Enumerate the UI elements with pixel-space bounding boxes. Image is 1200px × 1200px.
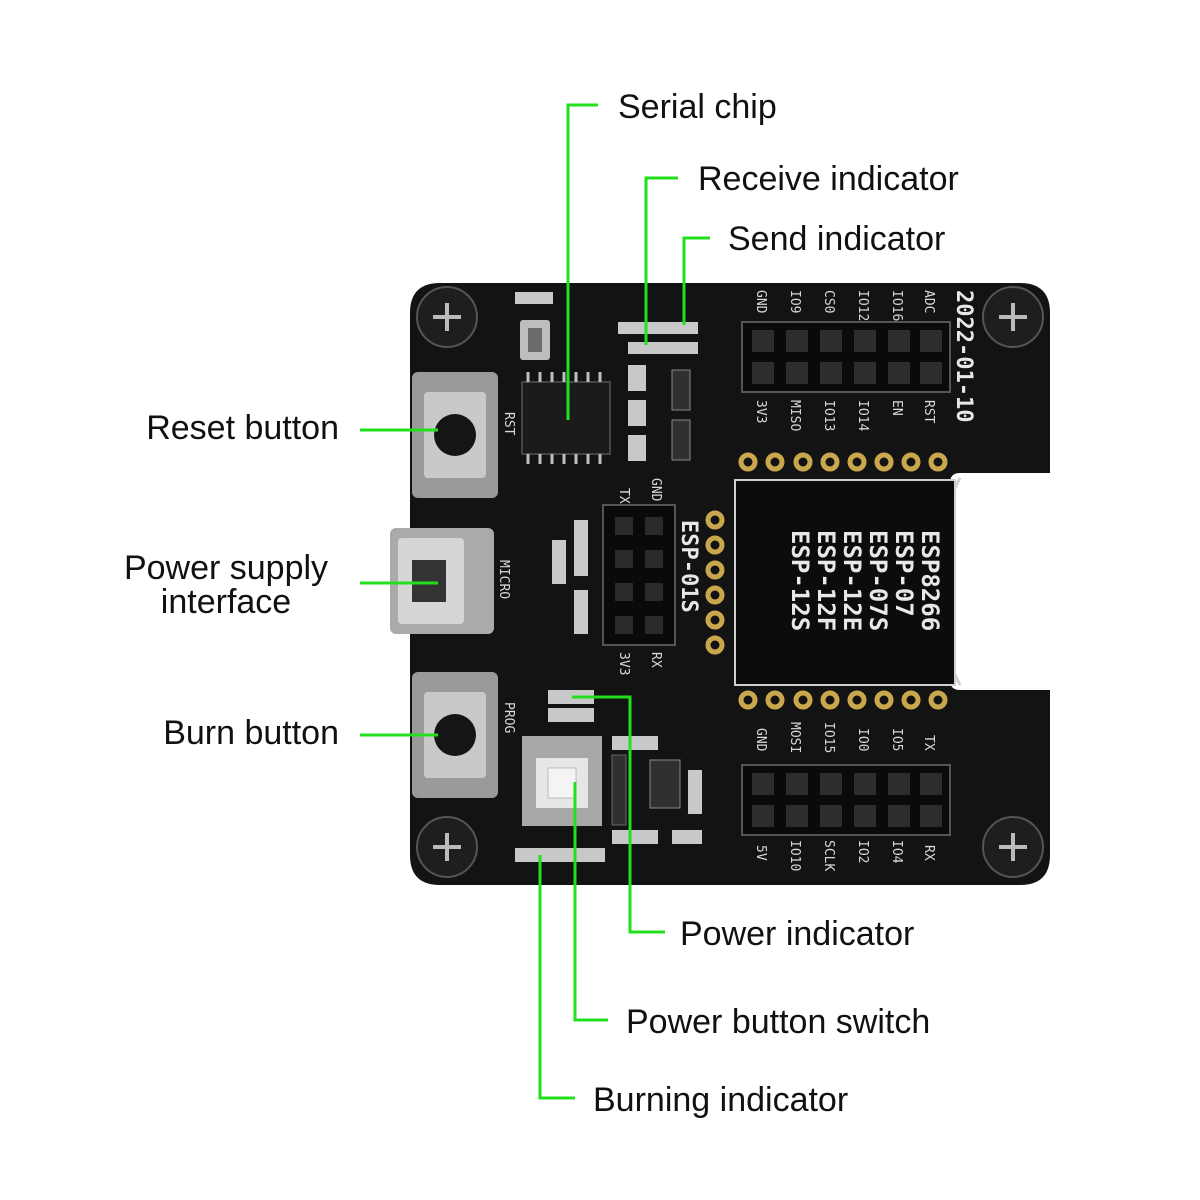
callout-serial-chip: Serial chip xyxy=(618,88,777,126)
hdr-top-io16: IO16 xyxy=(889,290,904,321)
module-esp-12s: ESP-12S xyxy=(786,530,814,631)
hdr-bot-sclk: SCLK xyxy=(821,840,836,871)
mounting-screw-bottom-right xyxy=(982,816,1044,878)
mounting-screw-top-left xyxy=(416,286,478,348)
hdr-bot-gnd: GND xyxy=(753,728,768,752)
mounting-screw-bottom-left xyxy=(416,816,478,878)
serial-chip-part xyxy=(521,372,611,464)
hdr-top-adc: ADC xyxy=(921,290,936,313)
board-date: 2022-01-10 xyxy=(951,290,976,422)
esp01s-pin-gnd: GND xyxy=(648,478,663,502)
mounting-screw-top-right xyxy=(982,286,1044,348)
hdr-top-rst: RST xyxy=(921,400,936,424)
module-esp-12e: ESP-12E xyxy=(838,530,866,631)
callout-receive-indicator: Receive indicator xyxy=(698,160,959,198)
esp01s-pin-rx: RX xyxy=(648,652,663,668)
hdr-top-gnd: GND xyxy=(753,290,768,314)
hdr-top-io14: IO14 xyxy=(855,400,870,431)
smd-parts-bottom xyxy=(515,690,702,862)
reset-button-part[interactable] xyxy=(412,372,498,498)
usb-label: MICRO xyxy=(496,560,511,599)
callout-power-supply-line2: interface xyxy=(161,583,291,621)
callout-send-indicator: Send indicator xyxy=(728,220,945,258)
leader-power-indicator xyxy=(572,695,665,934)
esp01s-pin-tx: TX xyxy=(616,488,631,504)
module-esp-07: ESP-07 xyxy=(890,530,918,617)
leader-receive-indicator xyxy=(644,176,678,345)
socket-pins xyxy=(705,452,948,710)
top-header-labels: GND IO9 CS0 IO12 IO16 ADC 3V3 MISO IO13 … xyxy=(753,290,936,431)
leader-power-button-switch xyxy=(573,782,608,1022)
hdr-top-io12: IO12 xyxy=(855,290,870,321)
hdr-bot-io15: IO15 xyxy=(821,722,836,753)
hdr-bot-mosi: MOSI xyxy=(787,722,802,753)
leader-burning-indicator xyxy=(538,855,575,1100)
callout-burn-button: Burn button xyxy=(163,714,339,752)
leader-send-indicator xyxy=(682,236,710,325)
callout-burning-indicator: Burning indicator xyxy=(593,1081,848,1119)
smd-parts-top xyxy=(618,322,698,461)
power-switch-part[interactable] xyxy=(522,736,602,826)
hdr-top-io13: IO13 xyxy=(821,400,836,431)
hdr-top-en: EN xyxy=(889,400,904,416)
hdr-bot-tx: TX xyxy=(921,735,936,751)
rst-label: RST xyxy=(501,412,516,436)
callout-power-indicator: Power indicator xyxy=(680,915,914,953)
hdr-bot-5v: 5V xyxy=(753,845,768,861)
hdr-top-cs0: CS0 xyxy=(821,290,836,313)
callout-power-button-switch: Power button switch xyxy=(626,1003,930,1041)
hdr-top-miso: MISO xyxy=(787,400,802,431)
module-esp-12f: ESP-12F xyxy=(812,530,840,631)
module-esp8266: ESP8266 xyxy=(916,530,944,631)
leader-lines xyxy=(360,103,710,1100)
smd-parts-mid xyxy=(552,520,588,634)
hdr-bot-io0: IO0 xyxy=(855,728,870,751)
hdr-bot-io5: IO5 xyxy=(889,728,904,751)
hdr-bot-io2: IO2 xyxy=(855,840,870,863)
burn-button-part[interactable] xyxy=(412,672,498,798)
micro-usb-port[interactable] xyxy=(390,528,494,634)
leader-serial-chip xyxy=(566,103,598,420)
prog-label: PROG xyxy=(501,702,516,733)
esp01s-header xyxy=(602,504,676,646)
hdr-top-3v3: 3V3 xyxy=(753,400,768,423)
module-esp-07s: ESP-07S xyxy=(864,530,892,631)
esp01s-pin-3v3: 3V3 xyxy=(616,652,631,675)
bottom-pin-header xyxy=(741,764,951,836)
bottom-header-labels: GND MOSI IO15 IO0 IO5 TX 5V IO10 SCLK IO… xyxy=(753,722,936,871)
cap-c9 xyxy=(515,292,553,304)
crystal-y2 xyxy=(520,320,550,360)
hdr-bot-rx: RX xyxy=(921,845,936,861)
callout-reset-button: Reset button xyxy=(146,409,339,447)
esp01s-label: ESP-01S xyxy=(676,520,701,613)
hdr-top-io9: IO9 xyxy=(787,290,802,313)
callout-power-supply-line1: Power supply xyxy=(124,549,328,587)
hdr-bot-io4: IO4 xyxy=(889,840,904,864)
top-pin-header xyxy=(741,321,951,393)
hdr-bot-io10: IO10 xyxy=(787,840,802,871)
